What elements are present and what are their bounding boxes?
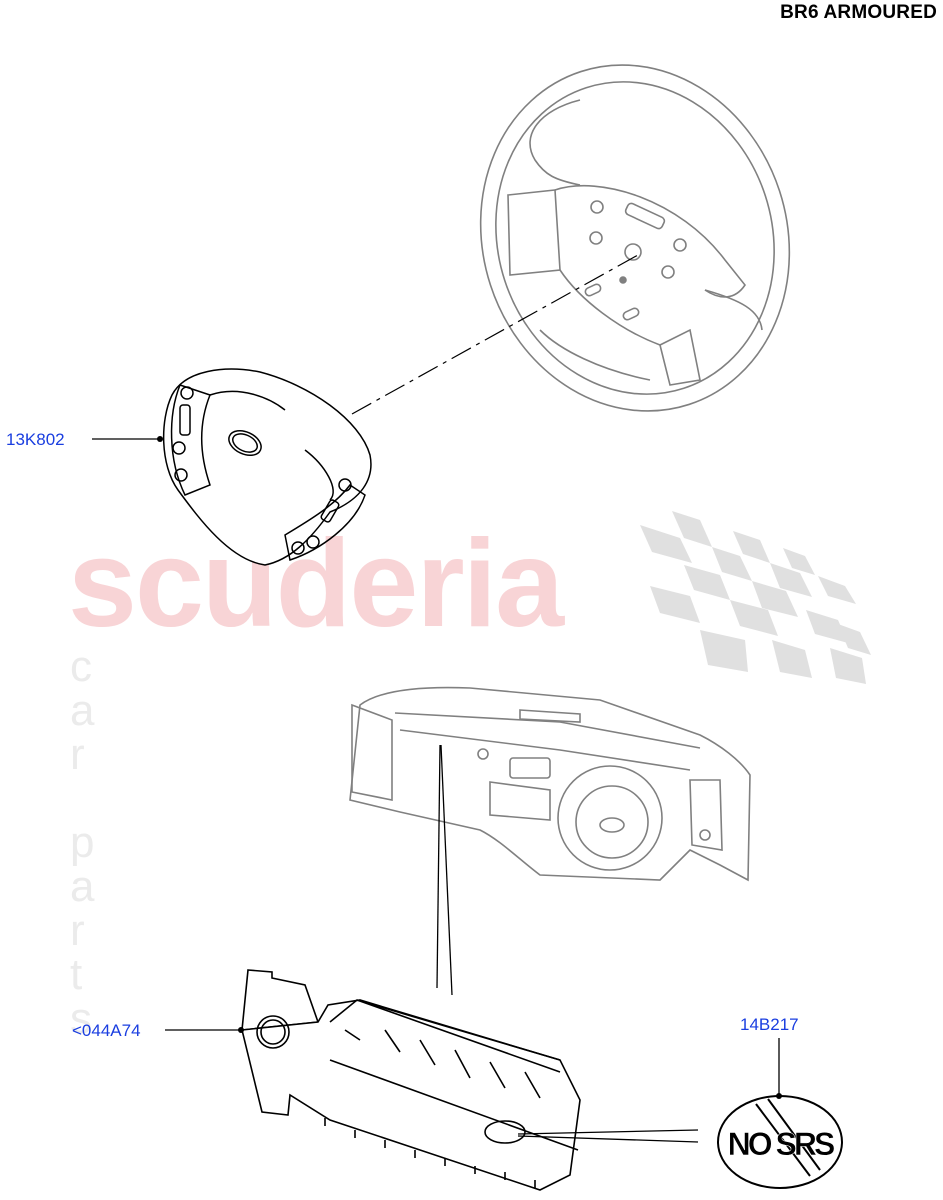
no-srs-text: NO SRS <box>728 1126 835 1162</box>
driver-airbag-illustration <box>162 368 372 566</box>
no-srs-label-illustration: NO SRS <box>717 1095 843 1189</box>
steering-wheel-illustration <box>479 64 791 412</box>
callout-13k802[interactable]: 13K802 <box>6 430 65 449</box>
page-title: BR6 ARMOURED <box>780 2 937 23</box>
callout-044a74[interactable]: <044A74 <box>72 1021 141 1040</box>
checkered-flag-icon <box>640 511 871 684</box>
callout-14b217[interactable]: 14B217 <box>740 1015 799 1034</box>
knee-bolster-airbag-illustration <box>241 969 581 1191</box>
assembly-leader-line <box>351 254 639 415</box>
dashboard-illustration <box>349 686 751 882</box>
